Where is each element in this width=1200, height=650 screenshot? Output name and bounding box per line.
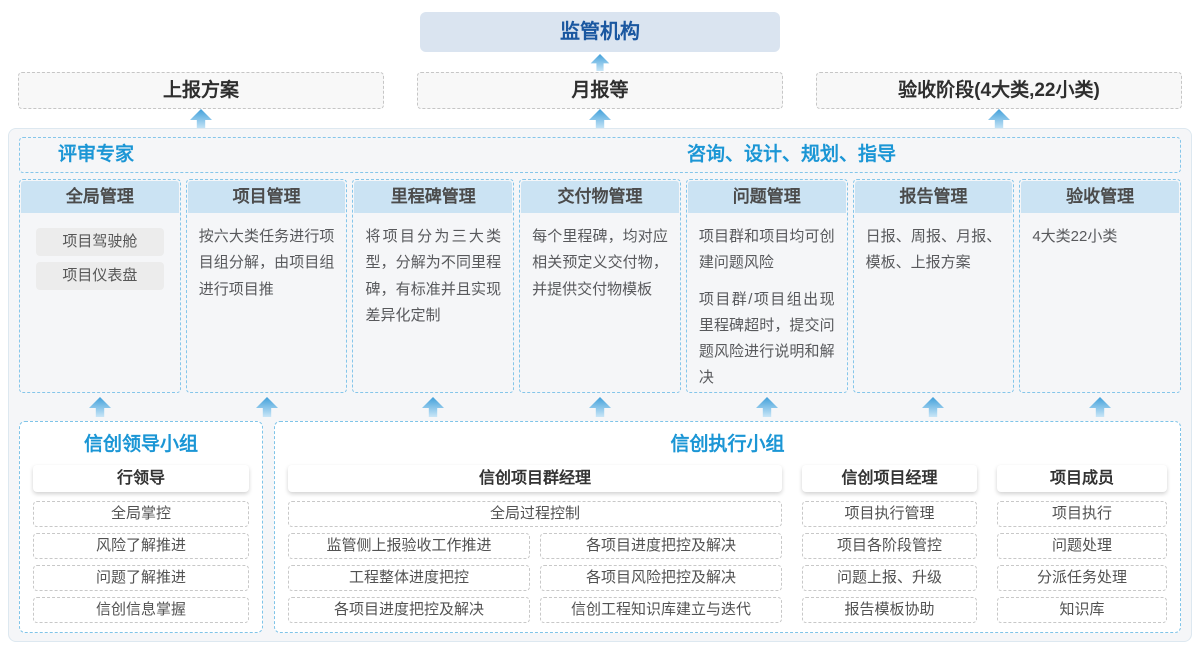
column-title: 里程碑管理	[354, 181, 513, 213]
up-arrow-icon	[922, 397, 945, 417]
column-acceptance-management: 验收管理 4大类22小类	[1019, 179, 1182, 393]
report-plan-box: 上报方案	[18, 72, 384, 109]
column-title: 验收管理	[1021, 181, 1180, 213]
project-cockpit-button: 项目驾驶舱	[36, 228, 164, 256]
program-manager-item: 信创工程知识库建立与迭代	[540, 597, 782, 623]
project-member-item: 问题处理	[997, 533, 1167, 559]
column-description: 每个里程碑，均对应相关预定义交付物，并提供交付物模板	[532, 228, 668, 298]
leadership-item: 问题了解推进	[33, 565, 249, 591]
execution-group: 信创执行小组 信创项目群经理 全局过程控制 监管侧上报验收工作推进 各项目进度把…	[274, 421, 1181, 633]
leadership-item: 全局掌控	[33, 501, 249, 527]
up-arrow-icon	[422, 397, 445, 417]
project-member-item: 项目执行	[997, 501, 1167, 527]
project-member-item: 分派任务处理	[997, 565, 1167, 591]
output-boxes-row: 上报方案 月报等 验收阶段(4大类,22小类)	[18, 72, 1182, 109]
project-manager-item: 报告模板协助	[802, 597, 977, 623]
program-manager-role: 信创项目群经理	[288, 465, 782, 492]
up-arrow-icon	[589, 397, 612, 417]
column-title: 全局管理	[21, 181, 179, 213]
group-arrows-row	[19, 395, 1181, 419]
up-arrow-icon	[190, 109, 212, 129]
column-description: 项目群/项目组出现里程碑超时，提交问题风险进行说明和解决	[698, 290, 835, 387]
up-arrow-icon	[589, 109, 611, 129]
project-manager-role: 信创项目经理	[802, 465, 977, 492]
project-member-role: 项目成员	[997, 465, 1167, 492]
up-arrow-icon	[755, 397, 778, 417]
up-arrow-icon	[255, 397, 278, 417]
column-title: 交付物管理	[521, 181, 679, 213]
platform-container: 评审专家 咨询、设计、规划、指导 全局管理 项目驾驶舱 项目仪表盘 项目管理 按…	[8, 128, 1192, 642]
regulator-box: 监管机构	[420, 12, 780, 52]
up-arrow-icon	[88, 397, 111, 417]
arrow-to-regulator	[589, 54, 611, 71]
execution-group-title: 信创执行小组	[670, 434, 785, 455]
column-report-management: 报告管理 日报、周报、月报、模板、上报方案	[852, 179, 1015, 393]
leadership-item: 风险了解推进	[33, 533, 249, 559]
program-manager-item: 工程整体进度把控	[288, 565, 530, 591]
up-arrow-icon	[988, 109, 1010, 129]
consulting-label: 咨询、设计、规划、指导	[687, 144, 897, 165]
column-description: 项目群和项目均可创建问题风险	[698, 228, 835, 272]
column-description: 按六大类任务进行项目组分解，由项目组进行项目推	[198, 228, 335, 298]
leadership-group: 信创领导小组 行领导 全局掌控 风险了解推进 问题了解推进 信创信息掌握	[19, 421, 263, 633]
program-manager-item: 监管侧上报验收工作推进	[288, 533, 530, 559]
bank-leader-role: 行领导	[33, 465, 249, 492]
acceptance-phase-box: 验收阶段(4大类,22小类)	[816, 72, 1182, 109]
monthly-report-box: 月报等	[417, 72, 783, 109]
program-manager-item: 各项目进度把控及解决	[540, 533, 782, 559]
column-global-management: 全局管理 项目驾驶舱 项目仪表盘	[19, 179, 181, 393]
program-manager-section: 信创项目群经理 全局过程控制 监管侧上报验收工作推进 各项目进度把控及解决 工程…	[288, 465, 782, 623]
project-dashboard-button: 项目仪表盘	[36, 262, 164, 290]
column-issue-management: 问题管理 项目群和项目均可创建问题风险 项目群/项目组出现里程碑超时，提交问题风…	[685, 179, 848, 393]
bottom-groups: 信创领导小组 行领导 全局掌控 风险了解推进 问题了解推进 信创信息掌握 信创执…	[19, 421, 1181, 633]
regulator-label: 监管机构	[560, 21, 640, 43]
up-arrow-icon	[590, 54, 610, 71]
management-columns: 全局管理 项目驾驶舱 项目仪表盘 项目管理 按六大类任务进行项目组分解，由项目组…	[19, 179, 1182, 393]
up-arrow-icon	[1089, 397, 1112, 417]
leadership-item: 信创信息掌握	[33, 597, 249, 623]
column-deliverable-management: 交付物管理 每个里程碑，均对应相关预定义交付物，并提供交付物模板	[519, 179, 681, 393]
experts-band: 评审专家 咨询、设计、规划、指导	[19, 137, 1181, 173]
output-arrows-row	[18, 109, 1182, 129]
review-experts-label: 评审专家	[58, 144, 135, 165]
project-member-item: 知识库	[997, 597, 1167, 623]
program-manager-item: 各项目风险把控及解决	[540, 565, 782, 591]
project-member-section: 项目成员 项目执行 问题处理 分派任务处理 知识库	[997, 465, 1167, 623]
project-manager-section: 信创项目经理 项目执行管理 项目各阶段管控 问题上报、升级 报告模板协助	[802, 465, 977, 623]
column-project-management: 项目管理 按六大类任务进行项目组分解，由项目组进行项目推	[185, 179, 348, 393]
column-title: 报告管理	[854, 181, 1013, 213]
project-manager-item: 项目执行管理	[802, 501, 977, 527]
leadership-group-title: 信创领导小组	[83, 434, 198, 455]
project-manager-item: 问题上报、升级	[802, 565, 977, 591]
column-description: 将项目分为三大类型，分解为不同里程碑，有标准并且实现差异化定制	[365, 228, 502, 324]
project-manager-item: 项目各阶段管控	[802, 533, 977, 559]
column-description: 4大类22小类	[1032, 228, 1118, 245]
column-milestone-management: 里程碑管理 将项目分为三大类型，分解为不同里程碑，有标准并且实现差异化定制	[352, 179, 515, 393]
column-title: 项目管理	[187, 181, 346, 213]
program-manager-item: 各项目进度把控及解决	[288, 597, 530, 623]
column-description: 日报、周报、月报、模板、上报方案	[865, 228, 1002, 272]
column-title: 问题管理	[687, 181, 846, 213]
program-manager-item: 全局过程控制	[288, 501, 782, 527]
